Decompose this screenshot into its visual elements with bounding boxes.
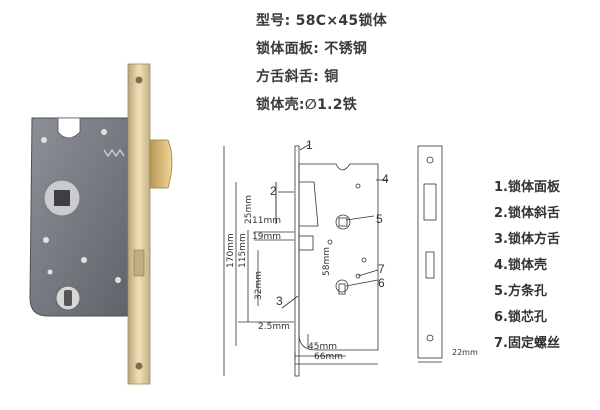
spec-case: 锁体壳:∅1.2铁 [256,97,358,113]
lock-photo [0,0,200,410]
legend-item-5: 5.方条孔 [494,284,547,299]
legend-item-7: 7.固定螺丝 [494,336,560,351]
spec-latch: 方舌斜舌: 铜 [256,69,339,85]
dim-45: 45mm [308,342,337,352]
dim-22: 22mm [452,348,478,357]
spec-model: 型号: 58C×45锁体 [256,13,388,29]
callout-2: 2 [270,184,277,198]
callout-4: 4 [382,172,389,186]
callout-6: 6 [378,276,385,290]
legend-item-3: 3.锁体方舌 [494,232,560,247]
dim-32: 32mm [254,271,264,300]
legend-item-2: 2.锁体斜舌 [494,206,560,221]
callout-1: 1 [306,138,313,152]
drawing-lines [223,143,443,377]
dim-19: 19mm [252,232,281,242]
dim-2-5: 2.5mm [258,322,290,332]
callout-7: 7 [378,262,385,276]
callout-3: 3 [276,294,283,308]
legend-item-4: 4.锁体壳 [494,258,547,273]
technical-drawing [218,126,478,410]
dim-66: 66mm [314,352,343,362]
callout-5: 5 [376,212,383,226]
legend-item-6: 6.锁芯孔 [494,310,547,325]
dim-58: 58mm [322,247,332,276]
legend-item-1: 1.锁体面板 [494,180,560,195]
lock-photo-graphic [29,63,173,385]
dim-170: 170mm [226,233,236,268]
spec-panel: 锁体面板: 不锈钢 [256,41,368,57]
dim-115: 115mm [238,233,248,268]
dim-11: 11mm [252,216,281,226]
